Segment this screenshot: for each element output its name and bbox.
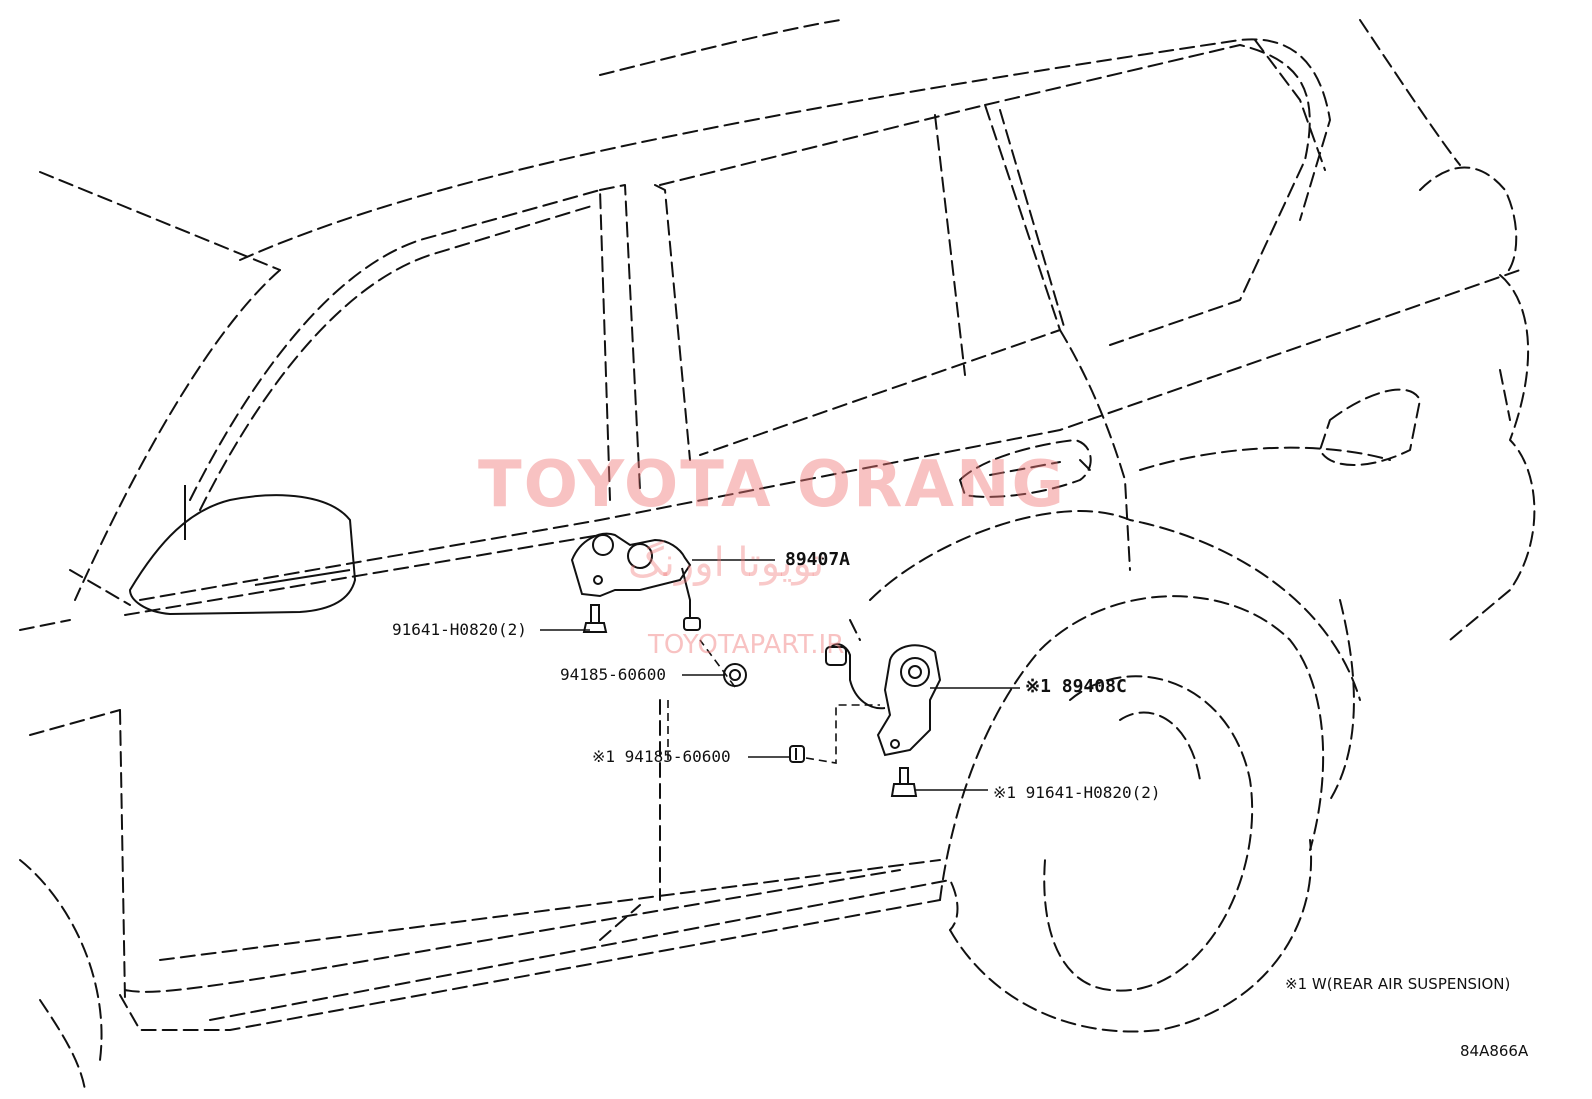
height-sensor-rear [825, 643, 942, 757]
callout-89408c: ※1 89408C [1025, 676, 1127, 697]
footnote: ※1 W(REAR AIR SUSPENSION) [1285, 975, 1511, 993]
nut-rear [789, 745, 805, 763]
callout-89407a: 89407A [785, 549, 851, 570]
callout-91641-front: 91641-H0820(2) [392, 620, 527, 639]
height-sensor-front [570, 532, 701, 631]
bolt-front [582, 604, 608, 633]
callout-94185-front: 94185-60600 [560, 665, 666, 684]
callout-91641-rear: ※1 91641-H0820(2) [993, 783, 1161, 802]
vehicle-outline [19, 19, 1536, 1091]
nut-front [723, 663, 747, 687]
leader-lines [540, 559, 1020, 791]
watermark-brand-persian: تویوتا اورنگ [628, 540, 825, 586]
bolt-rear [890, 767, 918, 797]
watermark-site: TOYOTAPART.IR [648, 630, 845, 660]
side-mirror [128, 485, 357, 616]
callout-94185-rear: ※1 94185-60600 [592, 747, 731, 766]
diagram-code: 84A866A [1460, 1042, 1529, 1060]
watermark-brand: TOYOTA ORANG [478, 448, 1067, 522]
